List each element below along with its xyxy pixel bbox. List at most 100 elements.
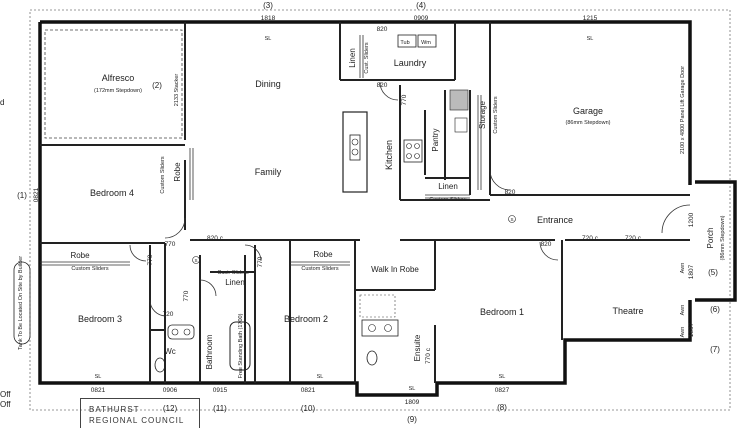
edge-text: d — [0, 98, 4, 107]
dim-770c: 770 c — [425, 347, 432, 364]
dim-770: 770 — [147, 254, 154, 265]
note-custom-sliders-storage: Custom Sliders — [493, 96, 499, 134]
dim-1809: 1809 — [405, 399, 420, 406]
ensuite-vanity-icon — [361, 319, 399, 337]
room-label-ensuite: Ensuite — [413, 334, 422, 361]
burner-icon — [406, 153, 412, 159]
dim-0827: 0827 — [495, 387, 510, 394]
burner-icon — [406, 143, 412, 149]
dim-1807: 1807 — [688, 264, 695, 279]
note-cust-sliders-hall: Cust. Sliders — [217, 270, 248, 276]
room-label-robe-2: Robe — [313, 250, 333, 259]
dim-770: 770 — [183, 290, 190, 301]
room-label-robe-4: Robe — [173, 162, 182, 182]
dim-0906: 0906 — [163, 387, 178, 394]
room-label-dining: Dining — [255, 79, 281, 89]
stamp-line-2: REGIONAL COUNCIL — [89, 416, 185, 425]
dim-0821: 0821 — [301, 387, 316, 394]
room-label-bedroom-2: Bedroom 2 — [284, 314, 328, 324]
burner-icon — [414, 143, 420, 149]
room-label-wc: Wc — [164, 347, 176, 356]
toilet-icon — [154, 357, 166, 373]
dim-1200: 1200 — [688, 212, 695, 227]
window-ref: (9) — [407, 415, 417, 424]
dim-0909: 0909 — [414, 15, 429, 22]
svg-text:S: S — [194, 258, 197, 263]
sink-bowl-icon — [351, 148, 359, 156]
room-label-walk-in-robe: Walk In Robe — [371, 265, 419, 274]
room-label-robe-3: Robe — [70, 251, 90, 260]
sl-label: SL — [499, 374, 506, 380]
dim-720c: 720 c — [625, 235, 642, 242]
smoke-detector-icon: S — [192, 256, 200, 264]
room-label-theatre: Theatre — [612, 306, 643, 316]
door-swings — [129, 81, 691, 317]
dim-1807: 1807 — [688, 322, 695, 337]
kitchen-island — [342, 111, 368, 193]
note-custom-sliders-bed4: Custom Sliders — [160, 156, 166, 194]
window-ref: (12) — [163, 404, 178, 413]
note-garage-door: 2100 x 4800 Panel Lift Garage Door — [680, 66, 686, 154]
basin-icon — [171, 328, 179, 336]
room-label-bathroom: Bathroom — [205, 334, 214, 369]
room-label-family: Family — [255, 167, 282, 177]
sl-label: SL — [317, 374, 324, 380]
window-ref: (11) — [213, 404, 227, 413]
room-label-laundry: Laundry — [394, 58, 427, 68]
room-label-bedroom-3: Bedroom 3 — [78, 314, 122, 324]
site-boundary — [29, 9, 731, 411]
room-label-linen-hall: Linen — [225, 278, 245, 287]
alfresco-note: (172mm Stepdown) — [94, 88, 142, 94]
dim-770: 770 — [401, 94, 408, 105]
svg-text:S: S — [510, 217, 513, 222]
awn-label: Awn — [680, 305, 686, 316]
window-ref: (10) — [301, 404, 316, 413]
note-stacker: 2133 Stacker — [174, 74, 180, 107]
window-ref: (5) — [708, 268, 718, 277]
room-label-linen-laundry: Linen — [348, 48, 357, 68]
tub-icon — [397, 34, 417, 48]
basin-icon — [368, 324, 376, 332]
dim-820: 820 — [505, 189, 516, 196]
basin-icon — [183, 328, 191, 336]
note-tank: Tank To Be Located On Site by Builder — [18, 256, 24, 350]
washing-machine-icon — [417, 34, 437, 48]
window-ref: (1) — [17, 191, 27, 200]
interior-walls — [40, 22, 690, 383]
dim-720: 720 — [163, 311, 174, 318]
sl-label: SL — [409, 386, 416, 392]
window-ref: (6) — [710, 305, 720, 314]
dim-820: 820 — [377, 82, 388, 89]
dim-770: 770 — [257, 256, 264, 267]
kitchen-sink-icon — [349, 134, 361, 161]
stamp-line-1: BATHURST — [89, 405, 140, 414]
dim-820c: 820 c — [207, 235, 224, 242]
dim-1818: 1818 — [261, 15, 276, 22]
room-label-alfresco: Alfresco — [102, 73, 135, 83]
room-label-bedroom-4: Bedroom 4 — [90, 188, 134, 198]
edge-text: Off — [0, 400, 11, 409]
room-label-storage: Storage — [478, 100, 487, 129]
note-custom-sliders-linen: Custom Sliders — [429, 197, 467, 203]
shower-icon — [359, 294, 396, 318]
window-ref: (3) — [263, 1, 273, 10]
appliance-icon — [449, 89, 469, 111]
alfresco-outline — [44, 29, 183, 139]
basin-icon — [384, 324, 392, 332]
sink-bowl-icon — [351, 138, 359, 146]
slider-lines — [40, 35, 482, 266]
note-tub: Tub — [400, 40, 409, 46]
smoke-detector-icon: S — [508, 215, 516, 223]
note-wm: Wm — [421, 40, 431, 46]
sl-label: SL — [95, 374, 102, 380]
sl-label: SL — [265, 36, 272, 42]
porch-note: (86mm Stepdown) — [720, 215, 726, 260]
room-label-bedroom-1: Bedroom 1 — [480, 307, 524, 317]
window-ref: (2) — [152, 81, 162, 90]
note-cust-sliders-laundry: Cust. Sliders — [364, 42, 370, 73]
bath-icon — [229, 321, 251, 371]
window-ref: (7) — [710, 345, 720, 354]
council-stamp: BATHURST REGIONAL COUNCIL — [80, 398, 200, 428]
room-label-kitchen: Kitchen — [384, 140, 394, 170]
